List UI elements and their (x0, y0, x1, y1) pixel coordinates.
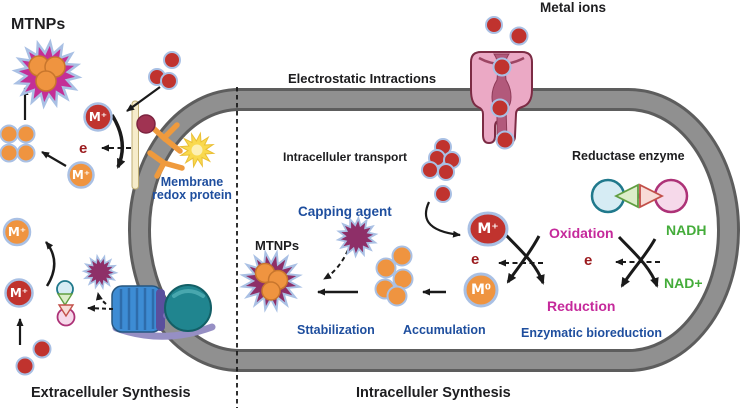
capping-agent-icon (335, 215, 379, 259)
nanoparticle (0, 124, 19, 144)
nad-plus-label: NAD+ (664, 275, 703, 291)
extracellular-synthesis-label: Extracelluler Synthesis (31, 385, 191, 401)
m-plus-ion (467, 211, 509, 247)
arrow-capping-dashed (323, 249, 349, 280)
energy-burst-core (191, 144, 203, 156)
capping-agent-label: Capping agent (298, 204, 392, 219)
electron-label: e (471, 251, 480, 268)
intracellular-synthesis-label: Intracelluler Synthesis (356, 385, 511, 401)
metal-ion (160, 72, 178, 90)
m-zero-label: M⁰ (471, 282, 491, 298)
cell-membrane (128, 88, 740, 372)
intracellular-transport-label: Intracelluler transport (283, 150, 408, 164)
electron-label: e (79, 140, 88, 157)
m-zero-ion (463, 272, 499, 308)
metal-ion (434, 185, 452, 203)
extracellular-enzyme-icon (56, 280, 76, 327)
m-plus-label: M⁺ (72, 168, 90, 182)
bound-metal-ion (136, 114, 156, 134)
labelled-ions: M⁺ M⁺ M⁺ M⁺ M⁺ M⁰ (2, 102, 509, 308)
m-plus-label: M⁺ (8, 225, 26, 239)
electron-carrier-bar-icon (131, 100, 139, 190)
arrow-reduction-cross (506, 235, 541, 284)
efflux-pump-icon (111, 284, 216, 340)
nanoparticle (16, 143, 36, 163)
nadh-label: NADH (666, 222, 707, 238)
pump-collar (156, 289, 165, 331)
arrow-redox-curve (110, 114, 126, 169)
reductase-enzyme-label: Reductase enzyme (572, 149, 685, 163)
reductase-enzyme-icon (590, 178, 689, 214)
metal-ion (490, 98, 510, 118)
right-arrowhead-icon (639, 183, 665, 209)
m-plus-label: M⁺ (10, 286, 28, 300)
left-arrowhead-icon (613, 183, 639, 209)
arrow-ion-to-cluster (41, 151, 67, 167)
metal-ion (163, 51, 181, 69)
m-plus-ion (83, 102, 113, 132)
m-plus-ion (67, 161, 95, 189)
electrostatic-interactions-label: Electrostatic Intractions (288, 71, 437, 86)
nanoparticle (391, 245, 413, 267)
metal-ion (15, 356, 35, 376)
arrow-pump-to-particle-dashed (95, 292, 107, 305)
metal-ions (15, 16, 529, 376)
metal-ion (509, 26, 529, 46)
arrow-ions-to-membrane (126, 86, 161, 112)
enzymatic-bioreduction-label: Enzymatic bioreduction (521, 326, 662, 340)
arrows (16, 86, 660, 345)
capping-agent-small-icon (81, 253, 119, 291)
redox-protein-y-icon (147, 122, 185, 179)
m-plus-ion (2, 217, 32, 247)
m-plus-ion (4, 278, 34, 308)
nanoparticle (16, 124, 36, 144)
metal-ion (32, 339, 52, 359)
metal-ion (492, 57, 512, 77)
mtnps-extracellular-label: MTNPs (11, 16, 66, 33)
mtnps-intracellular-label: MTNPs (255, 238, 300, 253)
metal-ion (421, 161, 439, 179)
nanoparticle (386, 285, 408, 307)
arrow-nad-cross (620, 238, 657, 288)
nanoparticle (375, 257, 397, 279)
membrane-redox-protein-icon (131, 100, 216, 190)
metal-ions-label: Metal ions (540, 0, 607, 15)
membrane-redox-protein-label: Membrane redox protein (152, 175, 232, 203)
nanoparticle (0, 143, 19, 163)
accumulation-label: Accumulation (403, 323, 486, 337)
arrow-ion-oxidation-curve (45, 241, 56, 287)
m-plus-label: M⁺ (477, 221, 498, 237)
stars (11, 38, 379, 313)
metal-ion (437, 163, 455, 181)
reduction-label: Reduction (547, 298, 616, 314)
metal-ion (485, 16, 503, 34)
nanoparticle-clusters (0, 124, 414, 307)
oxidation-label: Oxidation (549, 225, 614, 241)
arrow-transport-curve (424, 201, 461, 238)
stabilization-label: Sttabilization (297, 323, 375, 337)
electron-label: e (584, 252, 593, 269)
m-plus-label: M⁺ (89, 110, 107, 124)
arrow-pump-to-enzyme-dashed (87, 304, 114, 312)
metal-ion (495, 130, 515, 150)
